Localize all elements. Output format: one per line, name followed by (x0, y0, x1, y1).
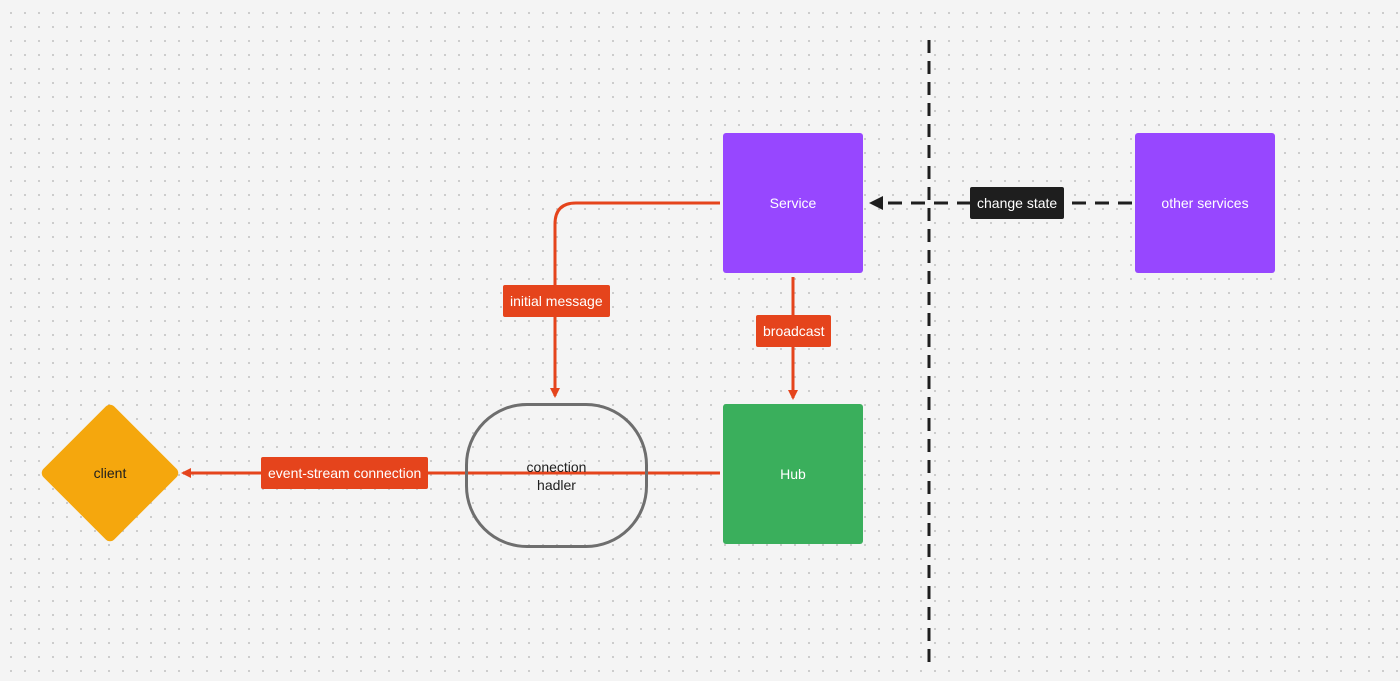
service-label: Service (769, 195, 817, 211)
hub-label: Hub (780, 466, 806, 482)
edge-initial-message (550, 201, 720, 398)
event-stream-label: event-stream connection (261, 457, 429, 489)
other-services-node[interactable]: other services (1135, 133, 1275, 273)
other-services-label: other services (1161, 195, 1249, 211)
client-label: client (93, 465, 127, 481)
broadcast-label: broadcast (756, 315, 832, 347)
connection-handler-label: conection hadler (527, 458, 587, 494)
hub-node[interactable]: Hub (723, 404, 863, 544)
client-node[interactable]: client (39, 402, 181, 544)
service-node[interactable]: Service (723, 133, 863, 273)
connection-handler-node[interactable]: conection hadler (465, 403, 648, 548)
connection-handler-label-line1: conection (526, 458, 587, 475)
initial-message-label: initial message (503, 285, 610, 317)
connection-handler-label-line2: hadler (537, 476, 576, 493)
change-state-label: change state (970, 187, 1065, 219)
